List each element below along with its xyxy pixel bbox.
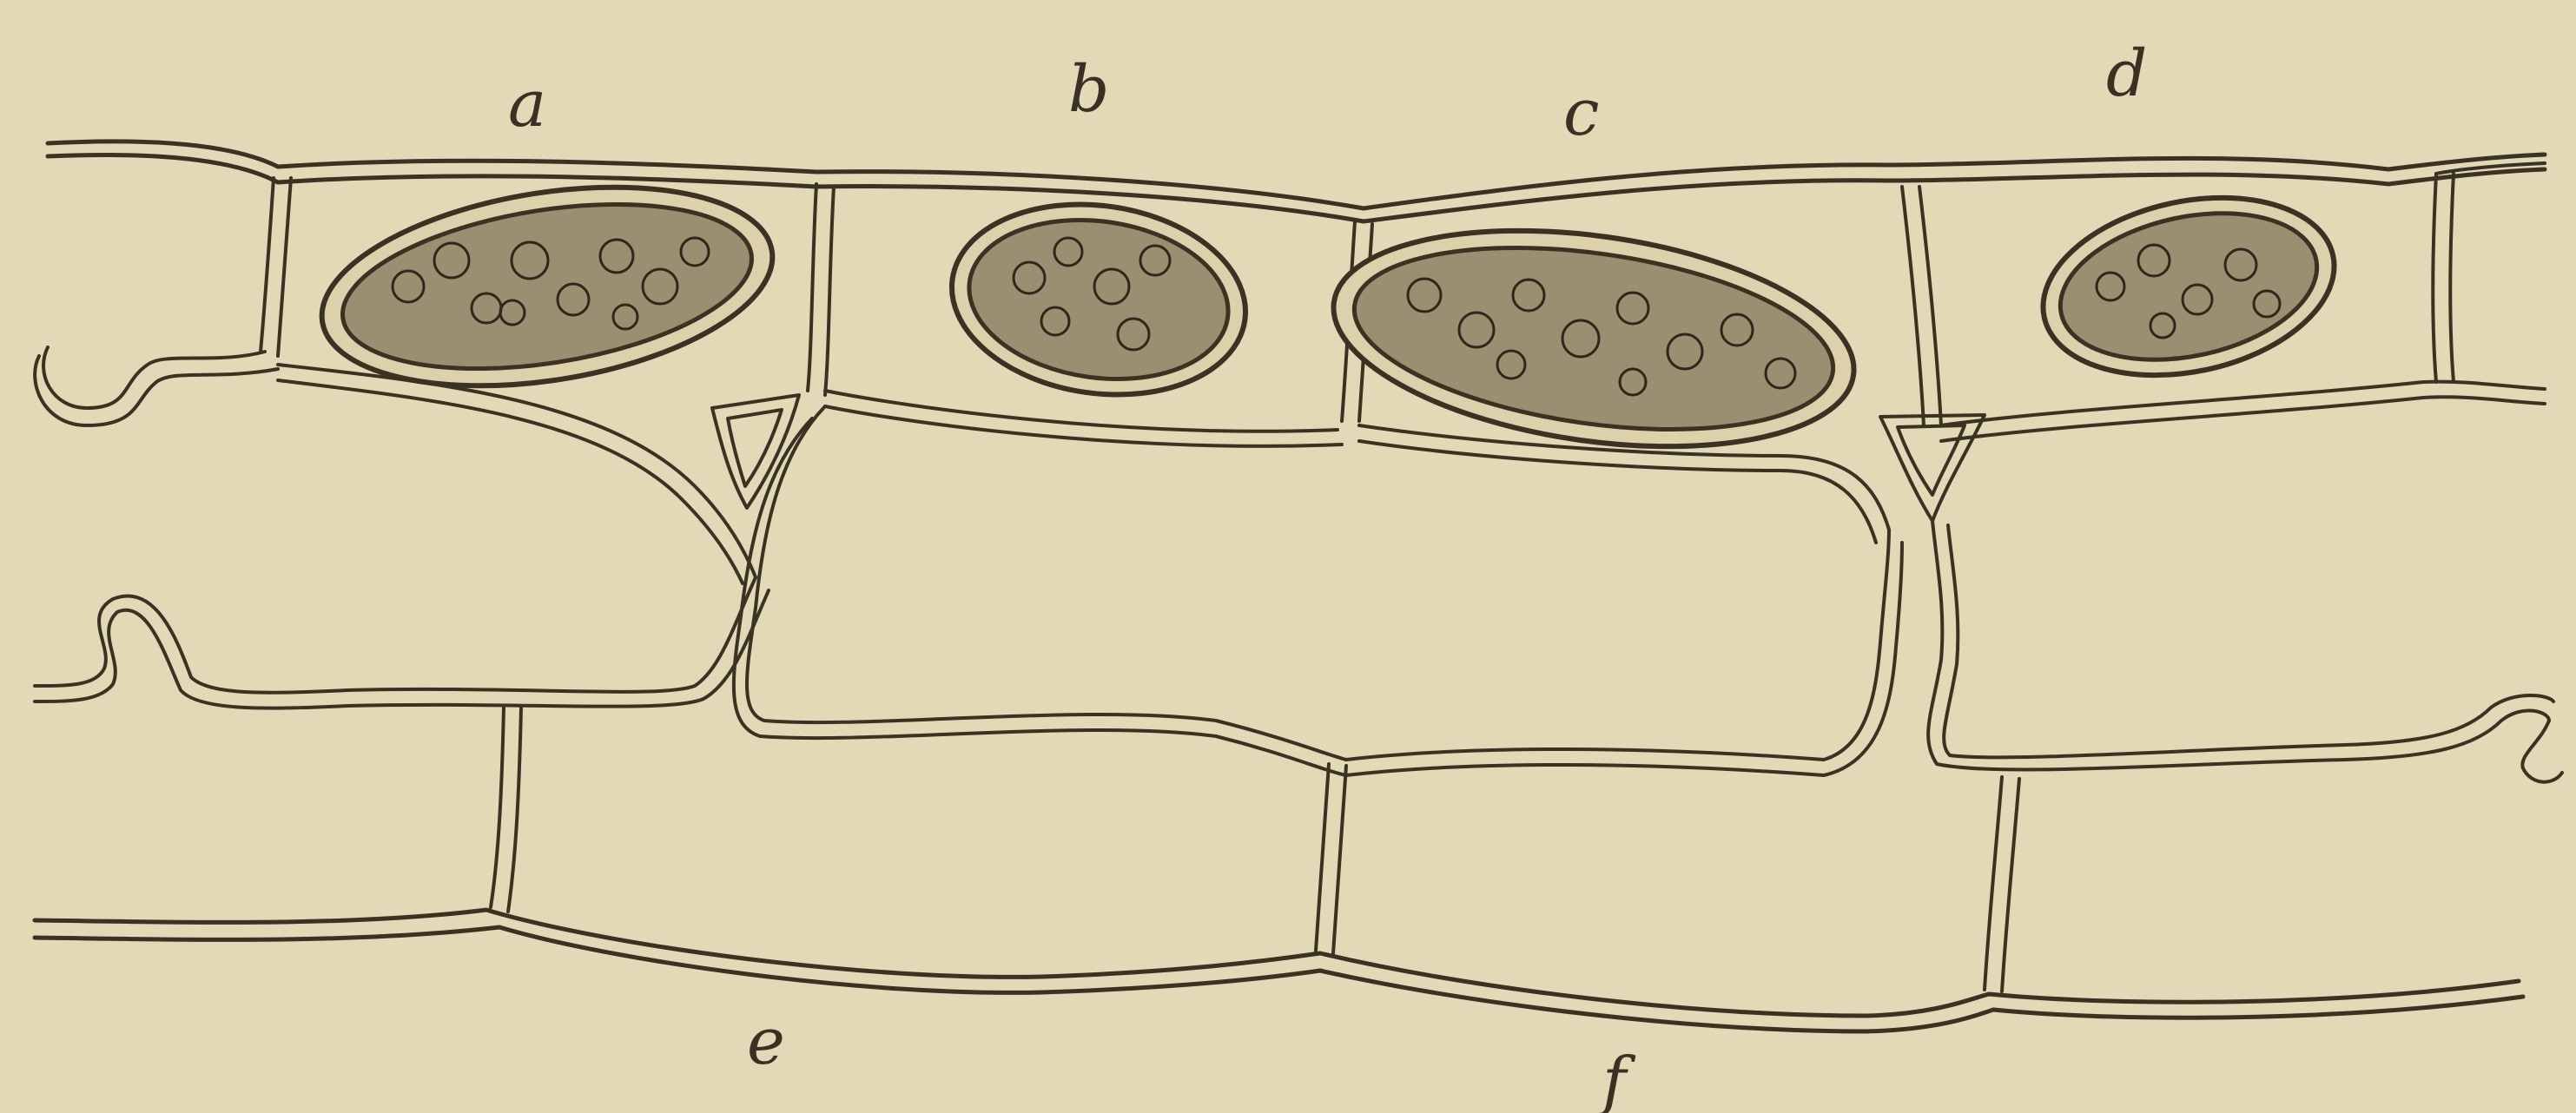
label-e: e	[747, 1004, 785, 1079]
label-c: c	[1563, 76, 1599, 150]
label-b: b	[1068, 52, 1109, 127]
label-d: d	[2106, 36, 2147, 111]
label-a: a	[508, 67, 546, 142]
label-f: f	[1598, 1044, 1636, 1113]
lower-row-walls	[35, 708, 2523, 1031]
nucleus-c	[1320, 201, 1868, 477]
middle-row-walls	[35, 406, 2562, 782]
